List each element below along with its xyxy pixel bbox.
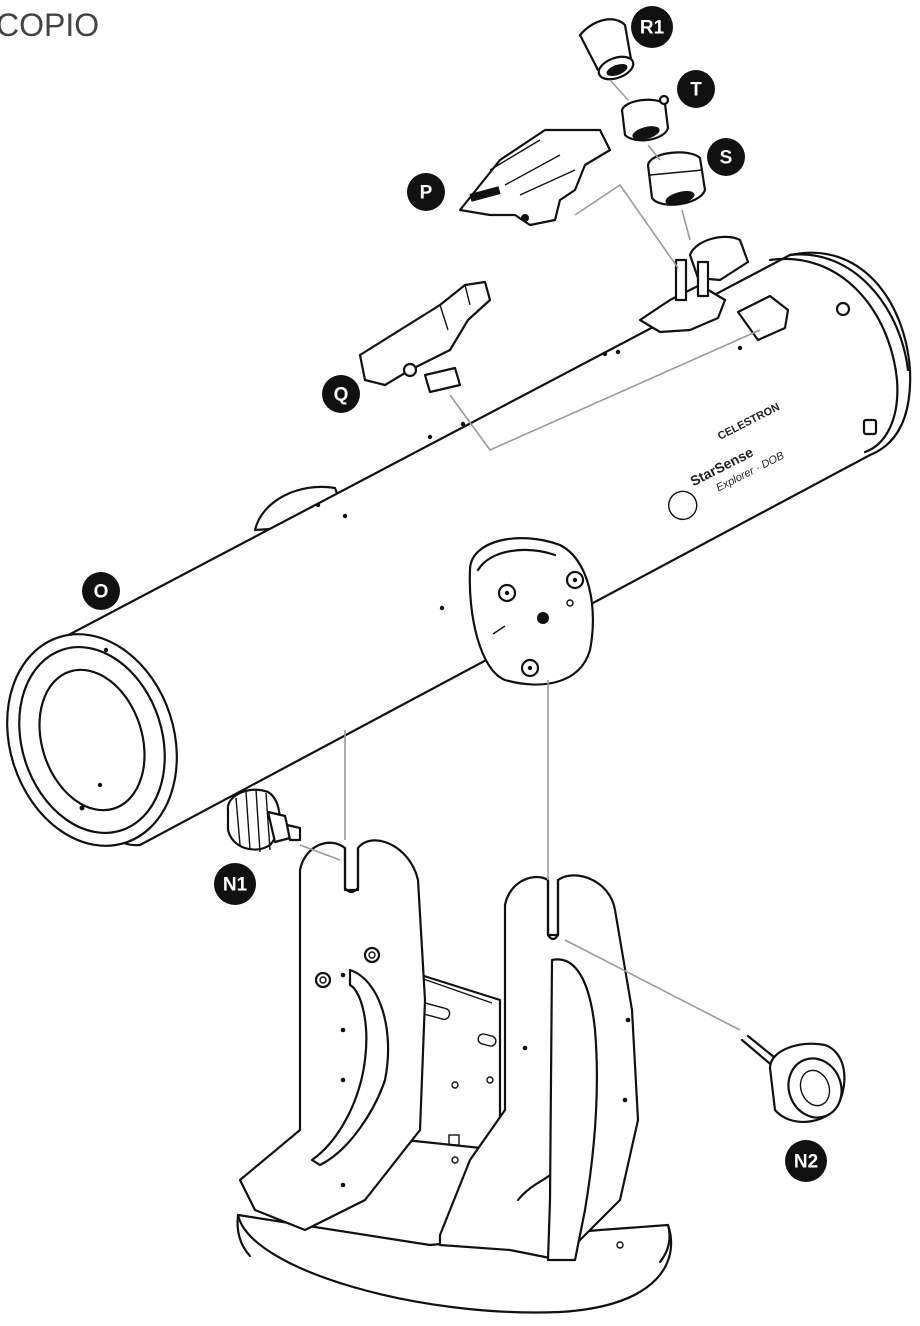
altitude-side-bearing bbox=[468, 537, 595, 686]
r1-eyepiece bbox=[578, 18, 635, 81]
callout-q: Q bbox=[322, 375, 360, 413]
svg-text:S: S bbox=[720, 148, 733, 169]
svg-text:Q: Q bbox=[334, 385, 349, 406]
svg-text:R1: R1 bbox=[640, 18, 665, 39]
callout-r1: R1 bbox=[631, 6, 673, 48]
q-red-dot-finder bbox=[358, 280, 492, 394]
callout-s: S bbox=[707, 138, 745, 176]
callout-n2: N2 bbox=[785, 1140, 827, 1182]
header-title-fragment: COPIO bbox=[0, 7, 99, 43]
assembly-guide-lines bbox=[299, 79, 761, 1031]
t-barlow-adapter bbox=[620, 94, 670, 142]
focuser-assembly bbox=[638, 235, 790, 342]
p-smartphone-dock bbox=[458, 128, 612, 227]
svg-text:N1: N1 bbox=[223, 875, 248, 896]
s-focuser-adapter bbox=[646, 151, 707, 206]
optical-tube: CELESTRON StarSense Explorer · DOB bbox=[6, 251, 912, 847]
svg-text:T: T bbox=[690, 80, 702, 101]
dobsonian-base bbox=[236, 839, 673, 1314]
callout-p: P bbox=[407, 173, 445, 211]
callout-o: O bbox=[82, 572, 120, 610]
svg-text:N2: N2 bbox=[794, 1152, 818, 1173]
callout-n1: N1 bbox=[214, 863, 256, 905]
callout-t: T bbox=[677, 70, 715, 108]
svg-text:O: O bbox=[94, 582, 109, 603]
n2-altitude-knob bbox=[740, 1034, 846, 1123]
n1-altitude-knob bbox=[226, 788, 302, 853]
svg-text:P: P bbox=[420, 183, 433, 204]
